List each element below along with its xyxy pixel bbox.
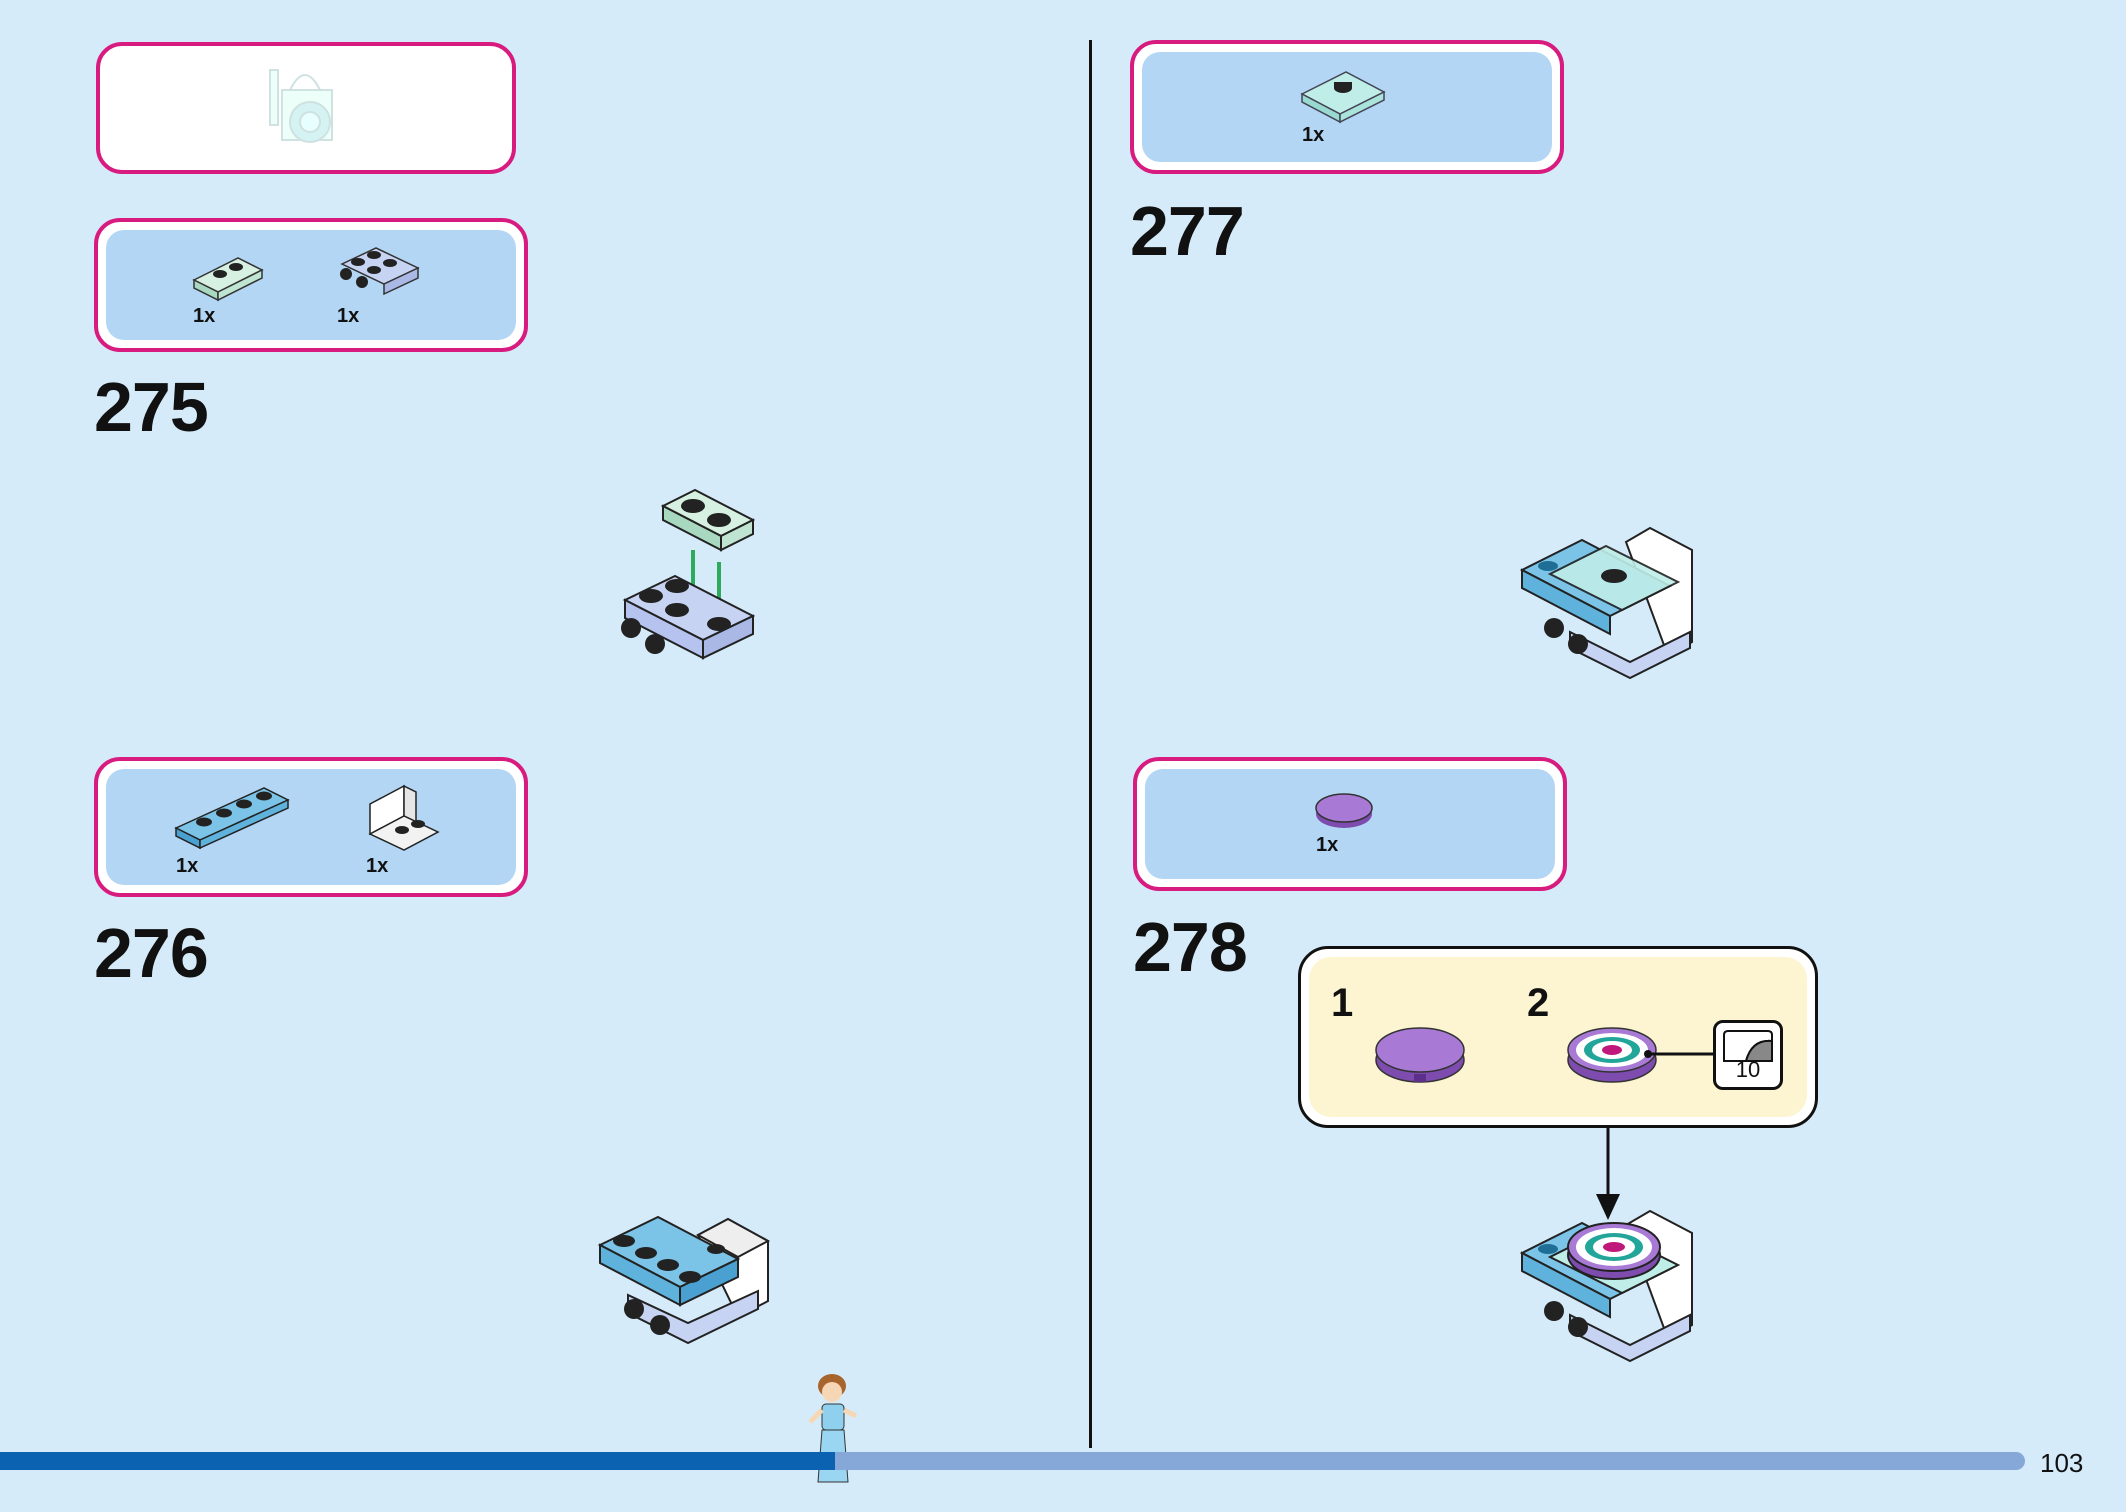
step-275-part-2-qty: 1x xyxy=(337,305,360,327)
step-number-278: 278 xyxy=(1133,908,1248,986)
step-275-assembly-illustration xyxy=(621,488,756,660)
mint-plate-1x2-icon xyxy=(192,257,264,302)
substep-number-2: 2 xyxy=(1527,981,1550,1025)
step-276-assembly-illustration xyxy=(597,1215,771,1345)
step-276-part-2-qty: 1x xyxy=(366,855,389,877)
step-278-assembly-illustration xyxy=(1519,1209,1693,1363)
step-276-parts-callout xyxy=(94,757,528,897)
sticker-number: 10 xyxy=(1735,1057,1761,1082)
purple-round-tile-icon xyxy=(1315,793,1373,828)
progress-bar-filled xyxy=(0,1452,835,1470)
model-thumbnail-callout xyxy=(96,42,516,174)
step-277-parts-callout xyxy=(1130,40,1564,174)
step-number-275: 275 xyxy=(94,368,209,446)
substep-number-1: 1 xyxy=(1331,981,1354,1025)
blue-plate-2x2-wheel-pins-icon xyxy=(340,247,420,296)
step-275-part-1-qty: 1x xyxy=(193,305,216,327)
transparent-tile-with-stud-icon xyxy=(1300,71,1386,124)
substep-decorated-tile-icon xyxy=(1567,1027,1714,1083)
step-278-parts-callout xyxy=(1133,757,1567,891)
page-number: 103 xyxy=(2040,1448,2084,1478)
step-278-part-1-qty: 1x xyxy=(1316,834,1339,856)
sticker-callout: 10 xyxy=(1713,1020,1783,1090)
blue-plate-1x4-icon xyxy=(174,787,290,850)
step-275-parts-callout xyxy=(94,218,528,352)
sticker-sheet-icon xyxy=(1723,1030,1773,1062)
step-number-277: 277 xyxy=(1130,192,1245,270)
step-number-276: 276 xyxy=(94,914,209,992)
white-bracket-icon xyxy=(368,784,440,851)
assembled-model-thumbnail-icon xyxy=(269,69,333,143)
progress-bar-remaining xyxy=(835,1452,2025,1470)
step-277-assembly-illustration xyxy=(1519,526,1693,680)
step-277-part-1-qty: 1x xyxy=(1302,124,1325,146)
page-divider xyxy=(1089,40,1092,1448)
down-arrow-icon xyxy=(1596,1128,1620,1220)
substep-purple-tile-icon xyxy=(1375,1027,1465,1083)
step-276-part-1-qty: 1x xyxy=(176,855,199,877)
